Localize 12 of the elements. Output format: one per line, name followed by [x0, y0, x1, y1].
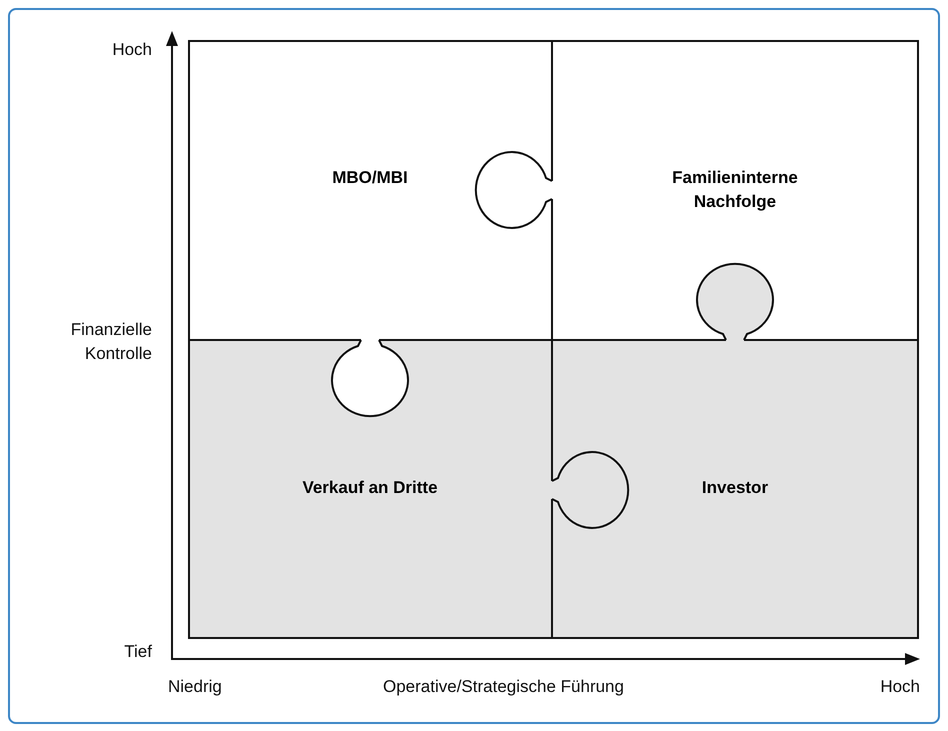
quadrant — [189, 340, 552, 638]
quadrant-label: Investor — [700, 477, 770, 499]
quadrant-label: Familieninterne Nachfolge — [671, 167, 799, 213]
axis-label: Hoch — [111, 39, 152, 61]
axis-label: Hoch — [879, 676, 920, 698]
quadrant — [552, 340, 918, 638]
axis-label: Operative/Strategische Führung — [383, 676, 624, 698]
axis-label: Niedrig — [168, 676, 222, 698]
quadrant-label: Verkauf an Dritte — [301, 477, 439, 499]
axis-label: Finanzielle Kontrolle — [70, 319, 152, 365]
axis-label: Tief — [123, 641, 152, 663]
quadrant-label: MBO/MBI — [331, 167, 409, 189]
